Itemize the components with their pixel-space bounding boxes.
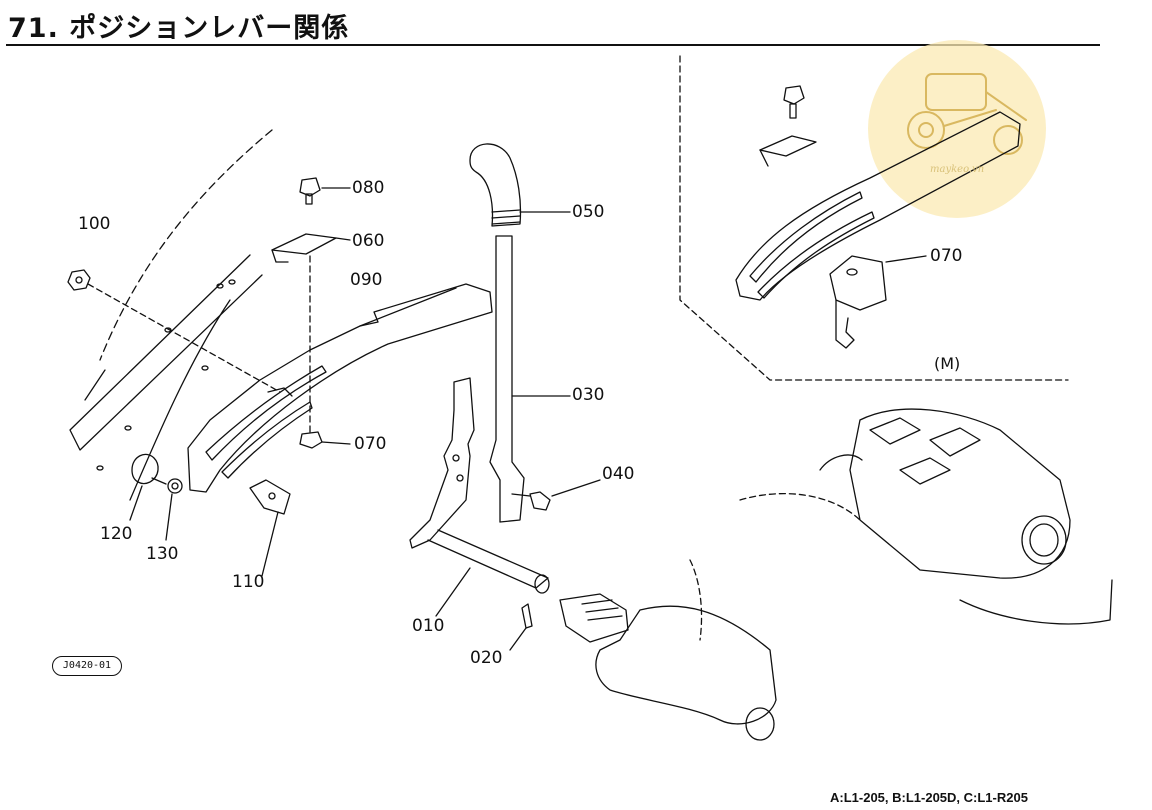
page-title: 71. ポジションレバー関係 <box>8 13 350 44</box>
hydraulic-unit <box>739 408 1113 625</box>
part-label-090: 090 <box>350 270 383 290</box>
part-label-040: 040 <box>602 464 635 484</box>
part-010-shaft <box>427 529 550 617</box>
part-label-070: 070 <box>354 434 387 454</box>
part-label-120: 120 <box>100 524 133 544</box>
part-label-080: 080 <box>352 178 385 198</box>
part-label-050: 050 <box>572 202 605 222</box>
part-050-grip <box>469 143 571 227</box>
watermark-tractor-icon <box>907 73 1027 155</box>
part-label-010: 010 <box>412 616 445 636</box>
fender-holes <box>96 279 236 471</box>
part-080-bolt <box>299 177 351 205</box>
part-label-130: 130 <box>146 544 179 564</box>
applicable-models: A:L1-205, B:L1-205D, C:L1-R205 <box>830 790 1028 805</box>
inset-bracket <box>759 135 817 167</box>
part-label-100: 100 <box>78 214 111 234</box>
part-070-nut <box>299 431 351 449</box>
transmission-housing <box>595 559 777 741</box>
part-060-bracket <box>271 233 351 433</box>
part-030-lever <box>489 235 571 523</box>
part-100-nut <box>67 269 281 393</box>
watermark-text: maykeo.vn <box>930 164 985 175</box>
part-020-pin <box>509 603 533 651</box>
inset-view-label: (M) <box>934 354 961 373</box>
part-090-guide-plate <box>187 283 493 493</box>
part-label-020: 020 <box>470 648 503 668</box>
part-label-060: 060 <box>352 231 385 251</box>
inset-bolt <box>783 85 805 119</box>
inset-view-frame <box>679 55 1069 381</box>
part-130-washer <box>165 478 183 541</box>
figure-reference-code: J0420-01 <box>52 656 122 676</box>
fender-outline <box>69 129 273 501</box>
shaft-coupling <box>559 593 629 643</box>
inset-guide-plate <box>735 111 1021 301</box>
title-underline <box>6 44 1100 46</box>
part-110-block <box>249 479 291 577</box>
part-120-knob <box>129 453 167 521</box>
part-040-pin <box>511 479 601 511</box>
part-label-030: 030 <box>572 385 605 405</box>
inset-070-stopper <box>829 255 927 349</box>
lever-bracket-plate <box>409 377 475 549</box>
part-label-110: 110 <box>232 572 265 592</box>
part-label-070-inset: 070 <box>930 246 963 266</box>
